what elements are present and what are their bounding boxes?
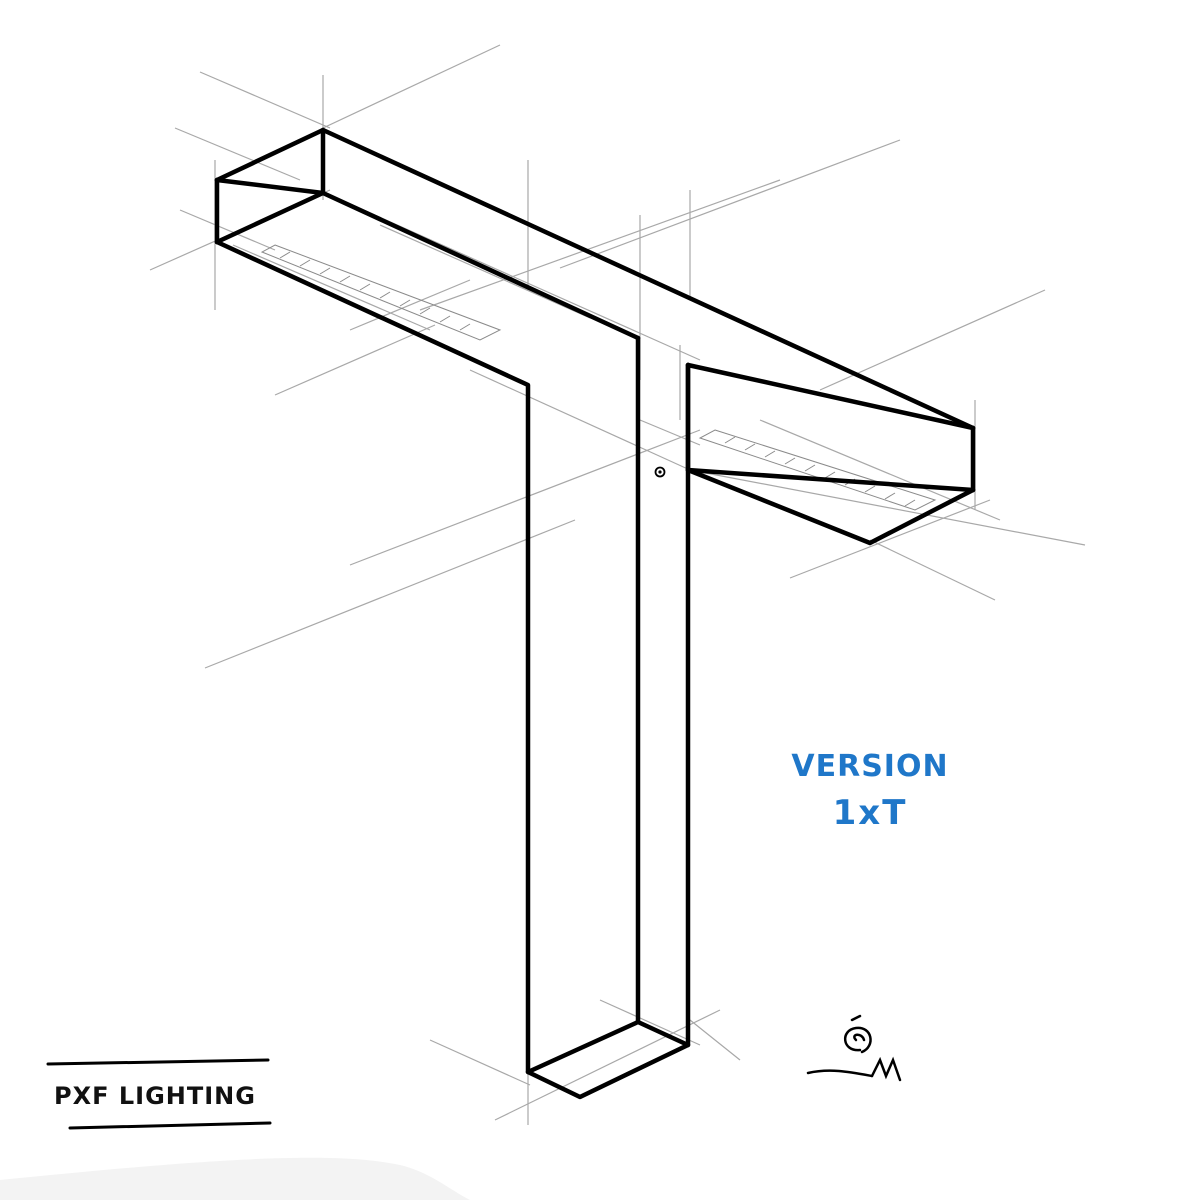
background-swoosh [0,1157,470,1200]
version-code: 1xT [832,793,908,833]
led-strip-left [260,244,502,341]
t-luminaire-outline [214,127,976,1100]
construction-lines [149,44,1086,1125]
led-strip-right [698,429,937,511]
version-label: VERSION 1xT [780,749,960,833]
brand-name: PXF LIGHTING [54,1082,256,1110]
version-word: VERSION [791,749,949,784]
sensor-icon [654,466,666,478]
brand-underline [46,1058,272,1130]
artist-signature [806,1014,902,1082]
